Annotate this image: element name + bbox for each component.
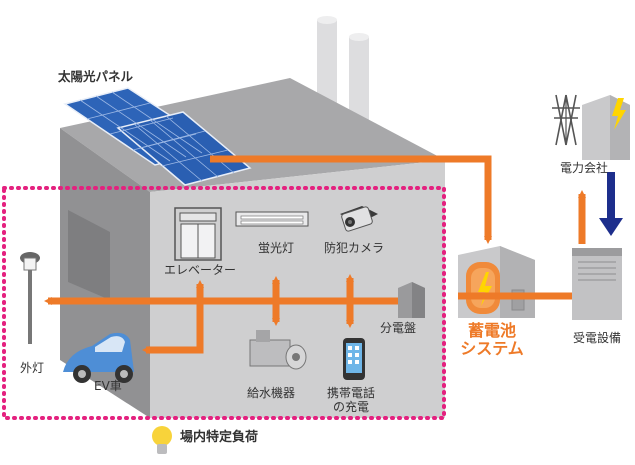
power-company-label: 電力会社 — [560, 161, 609, 175]
receiving-equipment-icon — [572, 248, 622, 320]
water-pump-icon — [249, 330, 307, 370]
receiving-equipment-label: 受電設備 — [573, 331, 622, 345]
solar-panel-icon — [63, 87, 252, 186]
camera-label: 防犯カメラ — [324, 241, 385, 255]
power-flow-arrows — [44, 155, 586, 354]
ev-label: EV車 — [94, 379, 122, 393]
battery-system-icon — [458, 246, 535, 318]
security-camera-icon — [340, 206, 378, 232]
distribution-board-icon — [398, 282, 425, 318]
battery-system-label: 蓄電池 システム — [448, 321, 536, 359]
specific-load-boundary — [2, 186, 446, 420]
outdoor-light-label: 外灯 — [20, 361, 45, 375]
grid-supply-arrow — [599, 172, 623, 236]
distribution-board-label: 分電盤 — [380, 321, 417, 335]
water-supply-label: 給水機器 — [247, 386, 296, 400]
fluorescent-label: 蛍光灯 — [258, 241, 295, 255]
factory-building — [60, 78, 445, 418]
phone-label-line2: の充電 — [332, 399, 369, 414]
smartphone-icon — [343, 338, 365, 380]
elevator-label: エレベーター — [164, 263, 237, 277]
solar-panel-label: 太陽光パネル — [58, 69, 134, 84]
phone-charge-label: 携帯電話 の充電 — [322, 386, 380, 415]
battery-label-line2: システム — [460, 339, 524, 359]
fluorescent-lamp-icon — [235, 211, 309, 227]
ev-car-icon — [63, 332, 134, 383]
power-company-building — [582, 95, 630, 160]
phone-label-line1: 携帯電話 — [326, 386, 375, 400]
lightbulb-icon — [152, 426, 172, 454]
battery-label-line1: 蓄電池 — [467, 321, 516, 340]
streetlight-icon — [20, 252, 40, 344]
elevator-icon — [174, 207, 222, 261]
legend-label: 場内特定負荷 — [180, 430, 259, 445]
power-tower-icon — [552, 94, 580, 146]
